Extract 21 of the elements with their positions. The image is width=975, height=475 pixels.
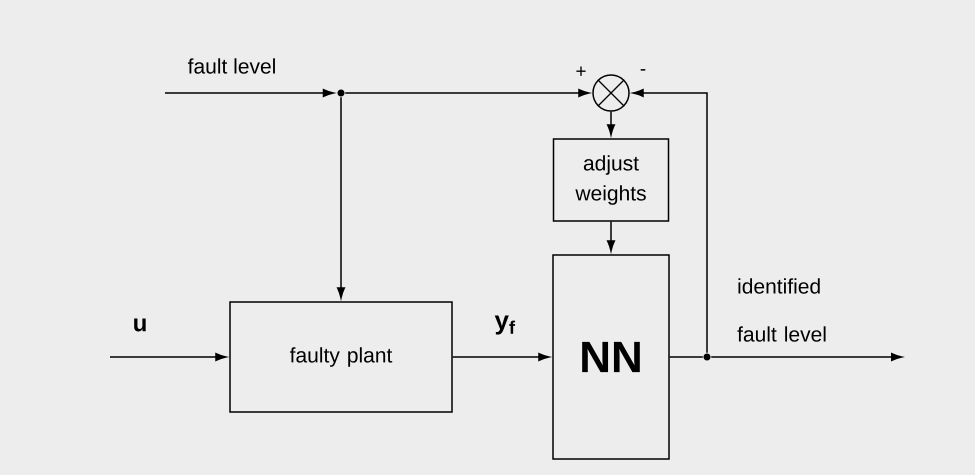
network-box: NN <box>552 254 670 460</box>
arrow <box>452 352 550 362</box>
arrow <box>606 112 616 136</box>
arrow <box>606 222 616 252</box>
signal-label: y$_{f}$ <box>494 315 516 335</box>
arrow <box>632 88 708 353</box>
signal-label: fault level <box>188 58 275 74</box>
arrow <box>110 352 226 362</box>
summing-junction <box>592 74 630 112</box>
signal-label: identified fault level <box>737 278 826 342</box>
arrow <box>711 352 902 362</box>
arrow <box>165 88 334 98</box>
arrow <box>345 88 590 98</box>
sign-label: + <box>576 66 586 76</box>
arrow <box>336 97 346 298</box>
signal-label: u <box>134 318 146 332</box>
junction-dot <box>704 354 710 360</box>
plant-box: faulty plant <box>229 301 453 413</box>
sign-label: - <box>640 69 646 71</box>
junction-dot <box>338 90 344 96</box>
process-box: adjust weights <box>552 138 670 222</box>
